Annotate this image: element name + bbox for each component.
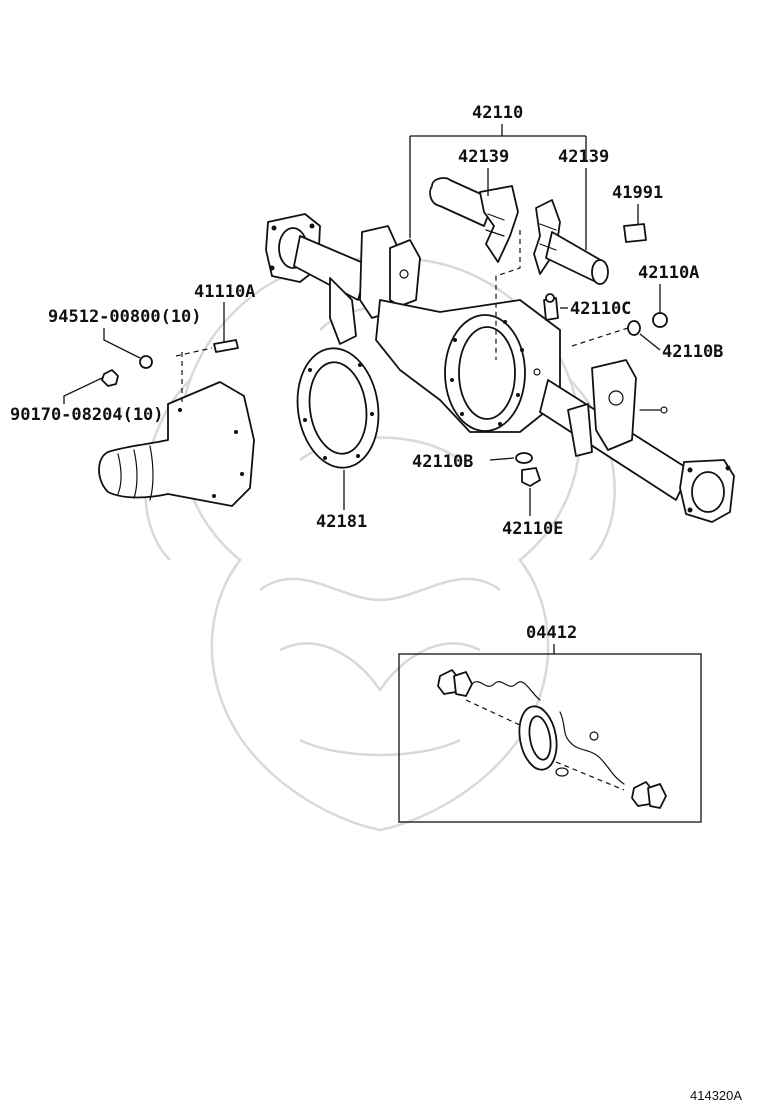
callout-41991: 41991	[612, 183, 663, 224]
svg-text:42139: 42139	[458, 147, 509, 167]
gasket-kit-frame	[398, 653, 702, 823]
callout-42110: 42110	[409, 103, 587, 360]
svg-text:42139: 42139	[558, 147, 609, 167]
callout-42139-right: 42139	[558, 147, 609, 250]
drain-plug[interactable]	[515, 452, 541, 487]
svg-text:42110A: 42110A	[638, 263, 699, 283]
svg-text:42110E: 42110E	[502, 519, 563, 539]
callout-04412: 04412	[526, 623, 577, 654]
breather-plug[interactable]	[543, 293, 559, 321]
label-plate[interactable]	[623, 223, 647, 243]
differential-carrier[interactable]	[98, 352, 255, 507]
gasket-kit[interactable]	[398, 653, 702, 823]
svg-text:41110A: 41110A	[194, 282, 255, 302]
callout-42110E: 42110E	[502, 488, 563, 539]
stud[interactable]	[175, 339, 239, 357]
svg-text:42110C: 42110C	[570, 299, 631, 319]
svg-text:90170-08204(10): 90170-08204(10)	[10, 405, 164, 425]
callout-41110A: 41110A	[194, 282, 255, 342]
callout-90170: 90170-08204(10)	[10, 377, 164, 425]
svg-text:42110: 42110	[472, 103, 523, 123]
figure-id: 414320A	[690, 1088, 742, 1103]
axle-tube-right[interactable]	[533, 199, 609, 285]
washer[interactable]	[571, 312, 668, 347]
svg-text:04412: 04412	[526, 623, 577, 643]
svg-text:94512-00800(10): 94512-00800(10)	[48, 307, 202, 327]
carrier-gasket[interactable]	[290, 343, 386, 473]
callout-42139-left: 42139	[458, 147, 509, 196]
callout-42110C: 42110C	[560, 299, 631, 319]
axle-tube-left[interactable]	[429, 177, 519, 263]
callout-42110B-upper: 42110B	[639, 333, 723, 362]
callout-94512: 94512-00800(10)	[48, 307, 202, 359]
svg-text:42110B: 42110B	[662, 342, 723, 362]
svg-text:41991: 41991	[612, 183, 663, 203]
callout-42110B-lower: 42110B	[412, 452, 515, 472]
callout-42181: 42181	[316, 470, 367, 532]
callout-42110A: 42110A	[638, 263, 699, 314]
svg-text:42181: 42181	[316, 512, 367, 532]
svg-text:42110B: 42110B	[412, 452, 473, 472]
nut[interactable]	[101, 355, 153, 387]
axle-housing[interactable]	[265, 213, 735, 523]
